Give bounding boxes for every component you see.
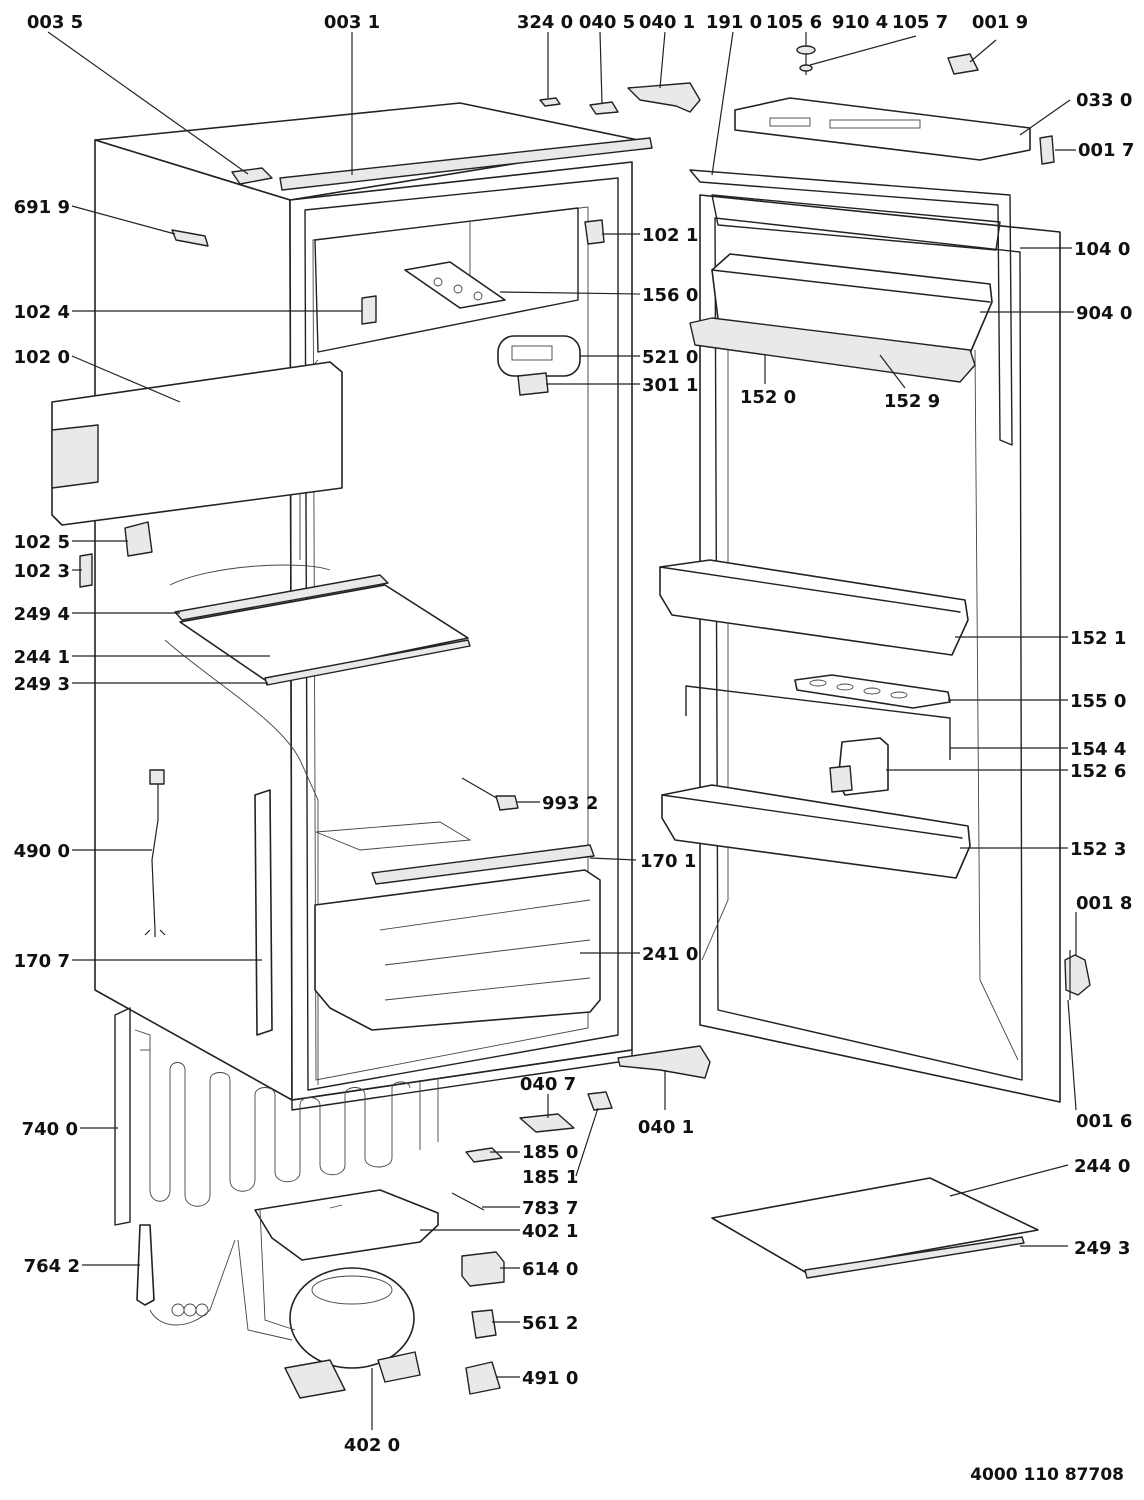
part-label-1025: 102 5 (14, 532, 70, 553)
part-label-1020: 102 0 (14, 347, 70, 368)
part-label-0035: 003 5 (27, 12, 83, 33)
part-label-3011: 301 1 (642, 375, 698, 396)
door (659, 169, 1091, 1103)
part-label-1560: 156 0 (642, 285, 698, 306)
part-label-1550: 155 0 (1070, 691, 1126, 712)
part-label-2440: 244 0 (1074, 1156, 1130, 1177)
part-label-0330: 033 0 (1076, 90, 1132, 111)
part-label-4900: 490 0 (14, 841, 70, 862)
part-label-0401-bottom: 040 1 (638, 1117, 694, 1138)
part-label-0017: 001 7 (1078, 140, 1134, 161)
part-label-7400: 740 0 (22, 1119, 78, 1140)
interior-parts (51, 219, 605, 1031)
part-label-4021: 402 1 (522, 1221, 578, 1242)
part-label-5612: 561 2 (522, 1313, 578, 1334)
part-label-1523: 152 3 (1070, 839, 1126, 860)
part-label-0019: 001 9 (972, 12, 1028, 33)
part-label-5210: 521 0 (642, 347, 698, 368)
machine-parts (114, 1007, 711, 1399)
part-label-1021: 102 1 (642, 225, 698, 246)
part-label-1520: 152 0 (740, 387, 796, 408)
part-label-7837: 783 7 (522, 1198, 578, 1219)
part-label-2494: 249 4 (14, 604, 70, 625)
part-label-1910: 191 0 (706, 12, 762, 33)
part-label-2493-bottom: 249 3 (1074, 1238, 1130, 1259)
bottom-glass-shelf (711, 1177, 1039, 1279)
part-label-1707: 170 7 (14, 951, 70, 972)
part-label-0401-top: 040 1 (639, 12, 695, 33)
part-label-4020: 402 0 (344, 1435, 400, 1456)
part-label-7642: 764 2 (24, 1256, 80, 1277)
part-label-0031: 003 1 (324, 12, 380, 33)
part-label-0018: 001 8 (1076, 893, 1132, 914)
part-label-1526: 152 6 (1070, 761, 1126, 782)
part-label-0407: 040 7 (520, 1074, 576, 1095)
part-label-4910: 491 0 (522, 1368, 578, 1389)
part-label-0405: 040 5 (579, 12, 635, 33)
part-labels: 003 5 003 1 324 0 040 5 040 1 191 0 105 … (14, 12, 1135, 1456)
part-label-1024: 102 4 (14, 302, 70, 323)
part-label-1040: 104 0 (1074, 239, 1130, 260)
part-label-1521: 152 1 (1070, 628, 1126, 649)
part-label-2493-top: 249 3 (14, 674, 70, 695)
part-label-1529: 152 9 (884, 391, 940, 412)
top-hinge-parts (231, 45, 1055, 185)
part-label-1851: 185 1 (522, 1167, 578, 1188)
part-label-1544: 154 4 (1070, 739, 1126, 760)
part-label-1057: 105 7 (892, 12, 948, 33)
document-number: 4000 110 87708 (970, 1465, 1124, 1485)
part-label-9040: 904 0 (1076, 303, 1132, 324)
part-label-1056: 105 6 (766, 12, 822, 33)
part-label-2410: 241 0 (642, 944, 698, 965)
part-label-9104: 910 4 (832, 12, 888, 33)
part-label-6919: 691 9 (14, 197, 70, 218)
part-label-1850: 185 0 (522, 1142, 578, 1163)
leader-lines (47, 31, 1077, 1430)
part-label-0016: 001 6 (1076, 1111, 1132, 1132)
part-label-1701: 170 1 (640, 851, 696, 872)
part-label-6140: 614 0 (522, 1259, 578, 1280)
part-label-3240: 324 0 (517, 12, 573, 33)
part-label-9932: 993 2 (542, 793, 598, 814)
part-label-2441: 244 1 (14, 647, 70, 668)
part-label-1023: 102 3 (14, 561, 70, 582)
